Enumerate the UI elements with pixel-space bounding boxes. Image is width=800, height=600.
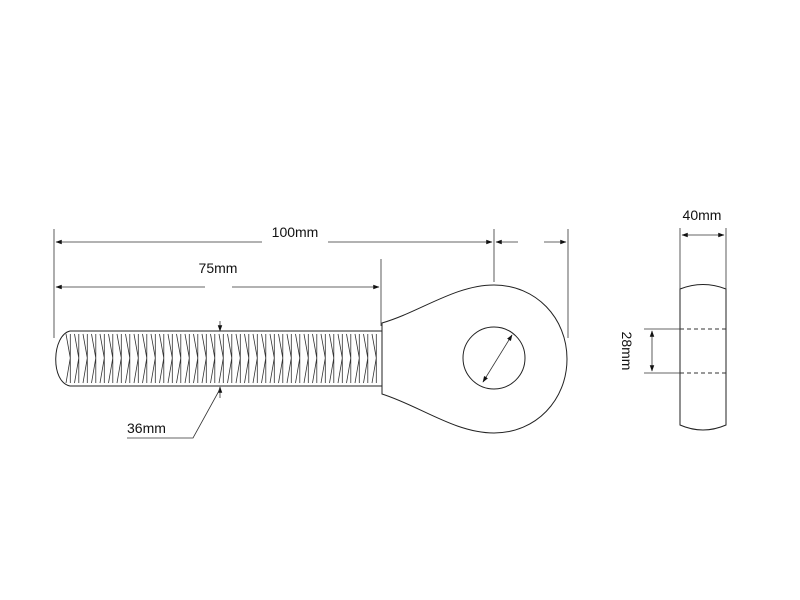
hole-diameter-arrow (482, 334, 513, 383)
thread-length-label: 75mm (199, 260, 238, 276)
thread-pattern (65, 333, 377, 384)
eye-head (381, 284, 568, 434)
eye-hole (462, 326, 526, 390)
dimension-thread-diameter: 36mm (127, 321, 223, 439)
end-view: 40mm 28mm (619, 207, 727, 431)
dimension-thread-length: 75mm (55, 259, 382, 326)
side-view (55, 284, 568, 434)
dimension-overall-length: 100mm (53, 224, 569, 338)
end-view-outline (679, 284, 727, 431)
thread-lines (65, 333, 377, 384)
thread-outline (55, 330, 382, 387)
hole-diameter-label: 28mm (619, 332, 635, 371)
eye-width-label: 40mm (683, 207, 722, 223)
overall-length-label: 100mm (272, 224, 319, 240)
thread-diameter-label: 36mm (127, 420, 166, 436)
